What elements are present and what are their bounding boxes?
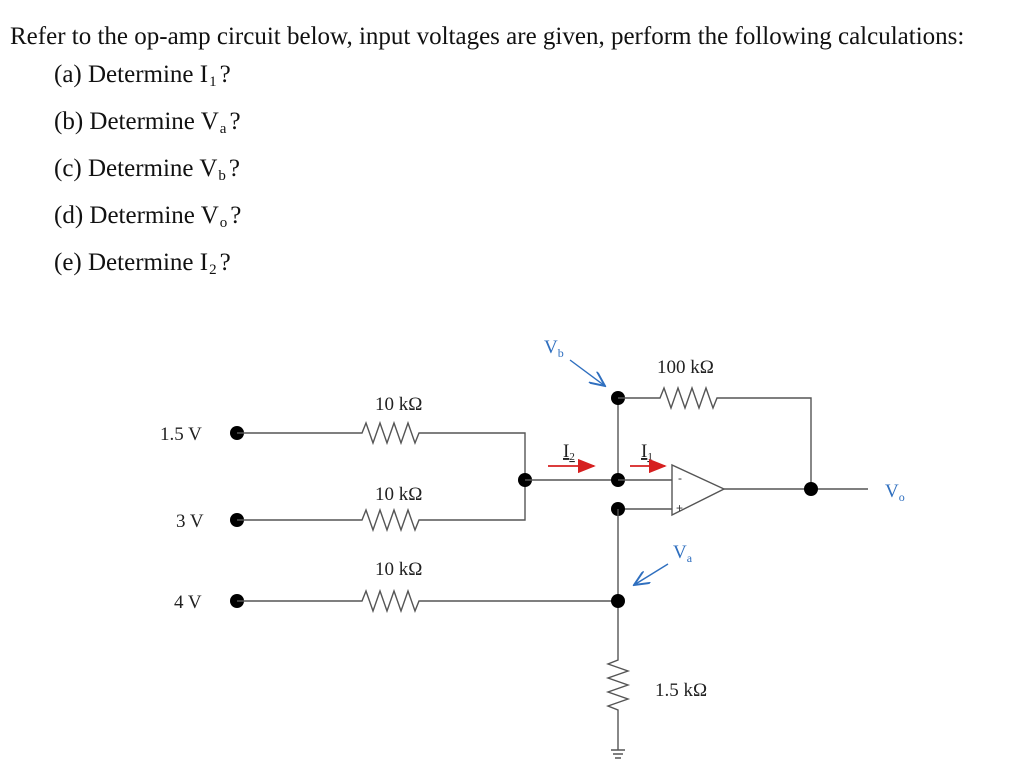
ground-resistor bbox=[605, 509, 631, 750]
opamp-noninverting-sign: + bbox=[676, 501, 683, 515]
output-label-subscript: o bbox=[899, 490, 905, 504]
question-b-symbol: V bbox=[200, 108, 219, 135]
input-3-wire-resistor bbox=[237, 588, 618, 614]
question-d-symbol: V bbox=[200, 202, 219, 229]
input-2-branch: 3 V 10 kΩ bbox=[176, 480, 526, 533]
i2-label: I2 bbox=[563, 441, 575, 463]
opamp-inverting-sign: - bbox=[678, 471, 682, 485]
input-2-resistor-label: 10 kΩ bbox=[375, 484, 422, 505]
vb-pointer-arrow bbox=[569, 359, 605, 386]
i1-label-subscript: 1 bbox=[647, 451, 653, 463]
problem-statement: Refer to the op-amp circuit below, input… bbox=[10, 18, 1015, 290]
vb-label-symbol: V bbox=[544, 337, 558, 358]
vb-label: Vb bbox=[544, 337, 564, 360]
input-1-voltage: 1.5 V bbox=[160, 424, 202, 445]
question-e-suffix: ? bbox=[219, 249, 231, 276]
feedback-resistor-label: 100 kΩ bbox=[657, 357, 714, 378]
question-a-prefix: (a) Determine bbox=[54, 61, 200, 88]
output-label-symbol: V bbox=[885, 481, 899, 502]
va-node bbox=[611, 594, 625, 608]
question-d-subscript: o bbox=[219, 215, 228, 231]
va-label-symbol: V bbox=[673, 542, 687, 563]
question-e-symbol: I bbox=[199, 249, 209, 276]
question-c-prefix: (c) Determine bbox=[54, 155, 200, 182]
ground-icon bbox=[611, 749, 625, 759]
input-1-wire-resistor bbox=[237, 420, 526, 480]
question-d-prefix: (d) Determine bbox=[54, 202, 201, 229]
input-3-branch: 4 V 10 kΩ bbox=[174, 559, 618, 614]
va-label: Va bbox=[673, 542, 693, 565]
question-e-subscript: 2 bbox=[209, 262, 217, 278]
va-pointer-arrow bbox=[634, 563, 669, 585]
question-b-suffix: ? bbox=[229, 108, 241, 135]
question-a: (a) Determine I1? bbox=[10, 55, 1015, 102]
input-3-voltage: 4 V bbox=[174, 592, 202, 613]
question-c-suffix: ? bbox=[228, 155, 240, 182]
question-a-symbol: I bbox=[199, 61, 209, 88]
question-b: (b) Determine Va? bbox=[10, 102, 1015, 149]
question-c-symbol: V bbox=[199, 155, 218, 182]
i2-label-symbol: I bbox=[563, 441, 569, 462]
question-d: (d) Determine Vo? bbox=[10, 196, 1015, 243]
i1-label: I1 bbox=[641, 441, 653, 463]
opamp-symbol bbox=[671, 463, 726, 517]
input-2-wire-resistor bbox=[237, 480, 526, 533]
feedback-resistor bbox=[618, 385, 812, 489]
input-1-branch: 1.5 V 10 kΩ bbox=[160, 394, 526, 480]
input-2-voltage: 3 V bbox=[176, 511, 204, 532]
question-a-suffix: ? bbox=[219, 61, 231, 88]
question-c-subscript: b bbox=[218, 168, 226, 184]
input-3-resistor-label: 10 kΩ bbox=[375, 559, 422, 580]
question-a-subscript: 1 bbox=[209, 74, 217, 90]
problem-intro: Refer to the op-amp circuit below, input… bbox=[10, 23, 965, 50]
question-c: (c) Determine Vb? bbox=[10, 149, 1015, 196]
vb-label-subscript: b bbox=[558, 346, 564, 360]
ground-resistor-label: 1.5 kΩ bbox=[655, 680, 707, 701]
question-e: (e) Determine I2? bbox=[10, 243, 1015, 290]
i1-label-symbol: I bbox=[641, 441, 647, 462]
question-e-prefix: (e) Determine bbox=[54, 249, 200, 276]
input-1-resistor-label: 10 kΩ bbox=[375, 394, 422, 415]
va-label-subscript: a bbox=[687, 551, 693, 565]
question-d-suffix: ? bbox=[230, 202, 242, 229]
output-node bbox=[804, 482, 818, 496]
question-b-subscript: a bbox=[219, 121, 227, 137]
i2-label-subscript: 2 bbox=[569, 451, 575, 463]
question-b-prefix: (b) Determine bbox=[54, 108, 201, 135]
output-label: Vo bbox=[885, 481, 905, 504]
